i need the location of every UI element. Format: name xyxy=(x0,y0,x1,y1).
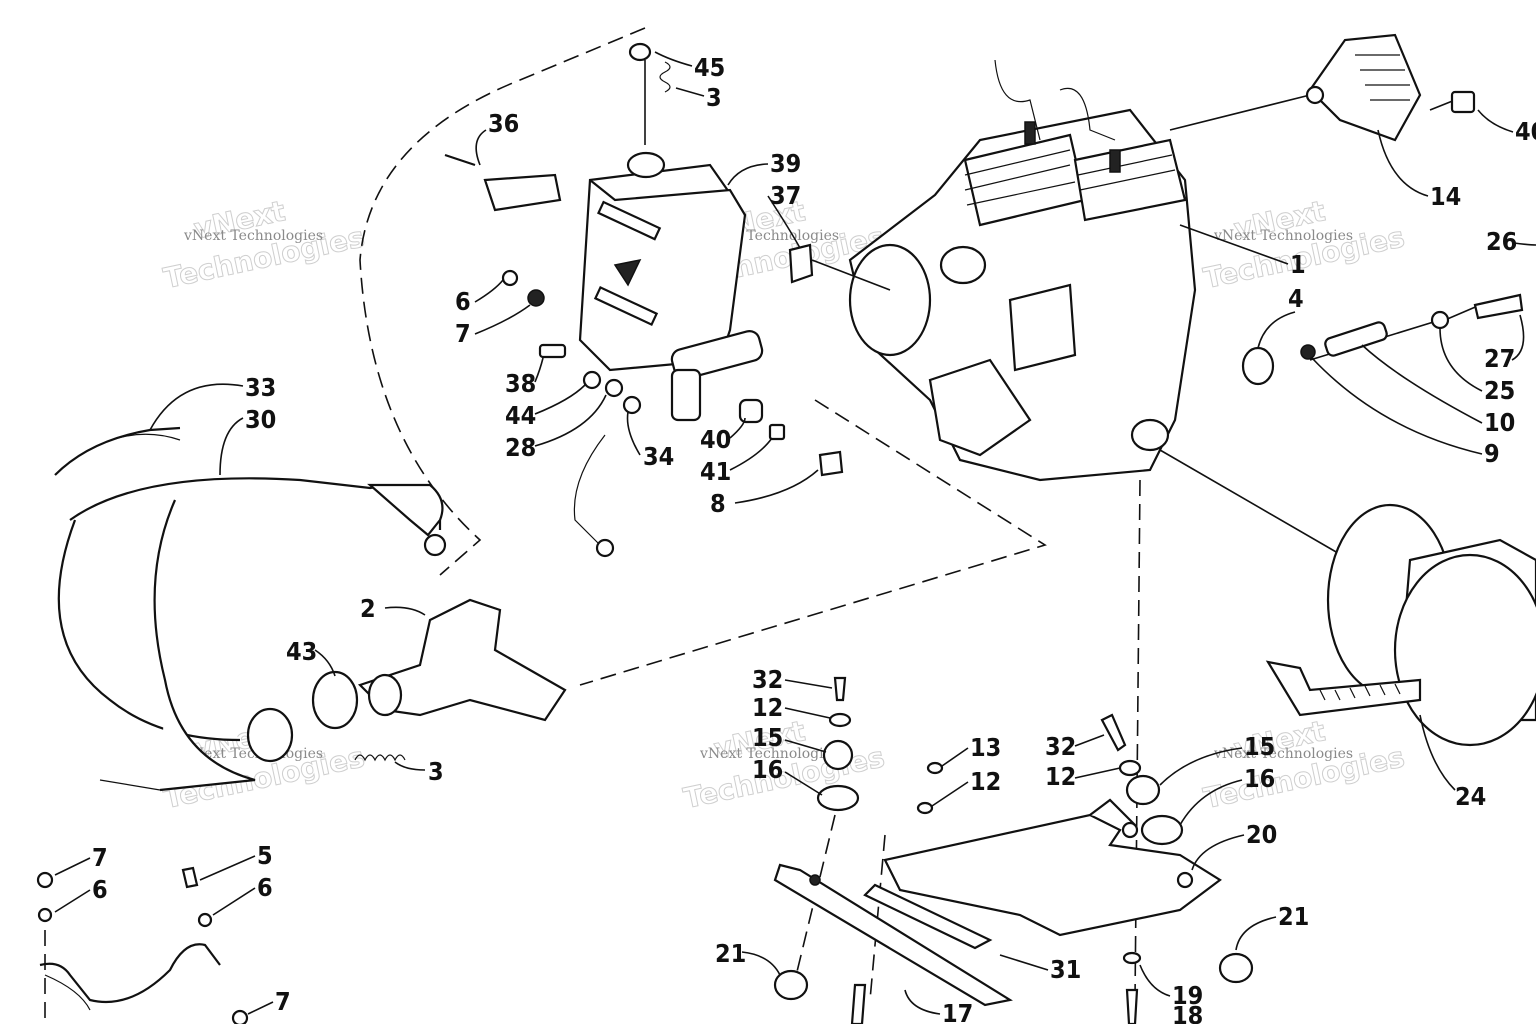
callout-label: 6 xyxy=(92,875,108,904)
recoil-handle xyxy=(1305,33,1476,142)
callout-label: 13 xyxy=(970,733,1001,762)
callout-label: 24 xyxy=(1455,782,1486,811)
callout-label: 5 xyxy=(257,841,273,870)
right-side-parts xyxy=(1241,293,1524,386)
callout-label: 26 xyxy=(1486,227,1517,256)
callout-label: 31 xyxy=(1050,955,1081,984)
callout-label: 34 xyxy=(643,442,674,471)
callout-label: 41 xyxy=(700,457,731,486)
callout-label: 45 xyxy=(694,53,725,82)
callout-label: 6 xyxy=(455,287,471,316)
callout-label: 20 xyxy=(1246,820,1277,849)
mount-plate xyxy=(773,798,1222,1007)
callout-label: 7 xyxy=(455,319,471,348)
callout-label: 14 xyxy=(1430,182,1461,211)
tank-hardware xyxy=(444,42,844,558)
callout-label: 16 xyxy=(752,755,783,784)
dashed-manifold-line xyxy=(579,399,1047,686)
callout-label: 30 xyxy=(245,405,276,434)
callout-label: 21 xyxy=(1278,902,1309,931)
assembly-lines xyxy=(44,27,1481,1020)
callout-label: 27 xyxy=(1484,344,1515,373)
callout-labels: 45 3 36 39 37 6 7 38 44 28 34 40 41 8 33… xyxy=(92,53,1536,1024)
callout-label: 44 xyxy=(505,401,536,430)
engine xyxy=(788,59,1197,482)
callout-label: 17 xyxy=(942,999,973,1024)
callout-label: 12 xyxy=(970,767,1001,796)
callout-label: 18 xyxy=(1172,1001,1203,1024)
callout-leaders xyxy=(54,51,1536,1015)
callout-label: 3 xyxy=(428,757,444,786)
watermark-small: vNext Technologies xyxy=(183,228,323,244)
callout-label: 21 xyxy=(715,939,746,968)
callout-label: 7 xyxy=(275,987,291,1016)
dashed-loop-tank xyxy=(359,27,646,576)
oil-tank xyxy=(578,151,764,422)
callout-label: 28 xyxy=(505,433,536,462)
tank-cap xyxy=(626,151,666,179)
callout-label: 12 xyxy=(752,693,783,722)
watermark-small: vNext Technologies xyxy=(1213,228,1353,244)
callout-label: 8 xyxy=(710,489,726,518)
dashed-vertical-mount xyxy=(1134,479,1141,1001)
engine-bracket-37 xyxy=(788,243,814,284)
callout-label: 39 xyxy=(770,149,801,178)
callout-label: 12 xyxy=(1045,762,1076,791)
callout-label: 32 xyxy=(752,665,783,694)
watermark-small: vNext Technologies xyxy=(699,746,839,762)
callout-label: 40 xyxy=(700,425,731,454)
callout-label: 43 xyxy=(286,637,317,666)
callout-label: 15 xyxy=(1244,732,1275,761)
callout-label: 2 xyxy=(360,594,376,623)
callout-label: 36 xyxy=(488,109,519,138)
callout-label: 4 xyxy=(1288,284,1304,313)
callout-label: 3 xyxy=(706,83,722,112)
bottom-left-bracket xyxy=(36,866,249,1024)
callout-label: 1 xyxy=(1290,250,1306,279)
callout-label: 16 xyxy=(1244,764,1275,793)
callout-label: 33 xyxy=(245,373,276,402)
callout-label: 25 xyxy=(1484,376,1515,405)
callout-label: 10 xyxy=(1484,408,1515,437)
mount-hardware xyxy=(773,676,1254,1024)
callout-label: 32 xyxy=(1045,732,1076,761)
clutch xyxy=(1265,503,1536,747)
watermark-small: vNext Technologies xyxy=(1213,746,1353,762)
callout-label: 15 xyxy=(752,723,783,752)
callout-label: 38 xyxy=(505,369,536,398)
exhaust-system xyxy=(54,426,567,792)
callout-label: 37 xyxy=(770,181,801,210)
callout-label: 6 xyxy=(257,873,273,902)
callout-label: 19 xyxy=(1172,981,1203,1010)
callout-label: 9 xyxy=(1484,439,1500,468)
callout-label: 7 xyxy=(92,843,108,872)
callout-label: 40 xyxy=(1515,117,1536,146)
